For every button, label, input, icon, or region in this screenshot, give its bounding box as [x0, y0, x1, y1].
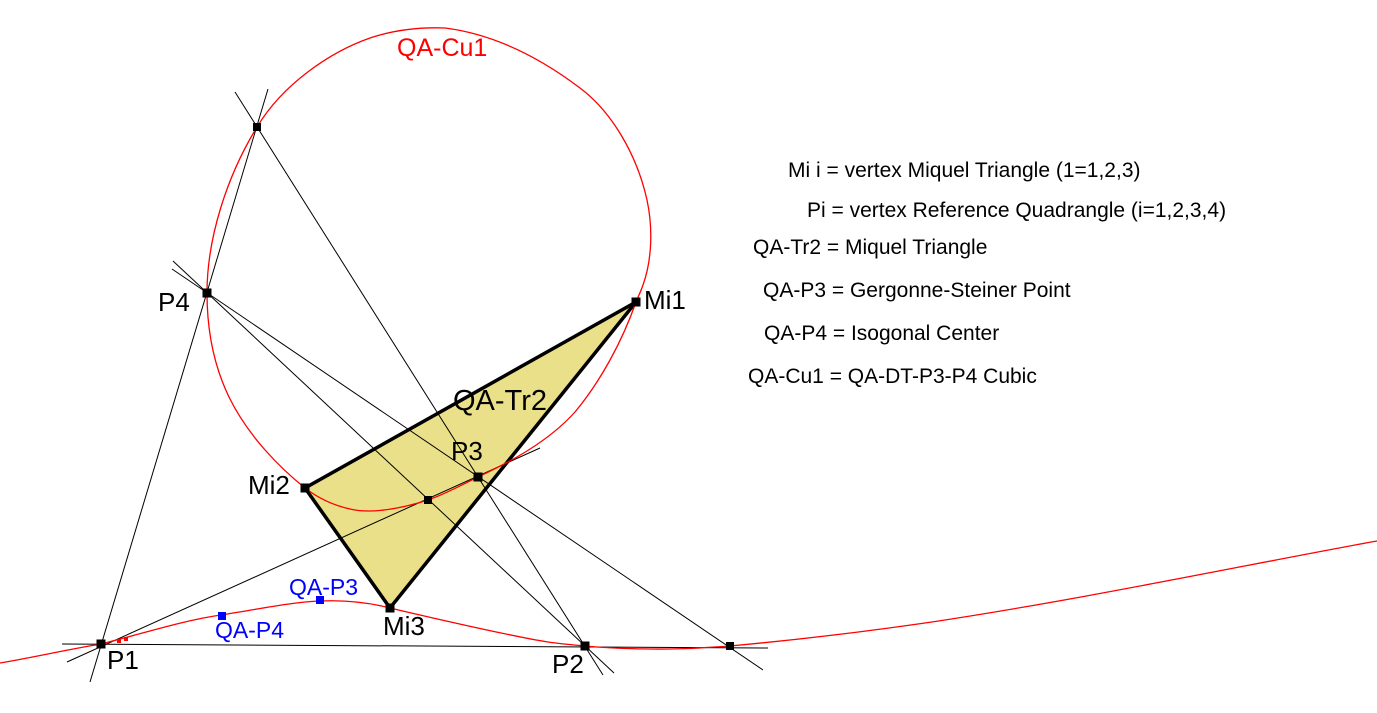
label-mi1: Mi1: [644, 285, 686, 315]
point-p1[interactable]: [96, 639, 106, 649]
point-diagonal-triangle-1[interactable]: [253, 123, 261, 131]
point-red-mark-1[interactable]: [117, 639, 121, 643]
label-mi2: Mi2: [248, 470, 290, 500]
point-mi1[interactable]: [631, 297, 641, 307]
point-p2[interactable]: [580, 641, 590, 651]
line-p1-p4[interactable]: [89, 88, 269, 683]
point-mi3[interactable]: [385, 603, 395, 613]
point-p3[interactable]: [473, 472, 483, 482]
legend-line-qa-p4: QA-P4 = Isogonal Center: [764, 322, 1000, 345]
legend-line-qa-tr2: QA-Tr2 = Miquel Triangle: [753, 236, 988, 259]
line-p2-p3[interactable]: [234, 91, 604, 676]
label-qa-cu1: QA-Cu1: [397, 34, 488, 62]
label-p3: P3: [451, 436, 483, 466]
label-qa-tr2: QA-Tr2: [453, 385, 547, 417]
label-qa-p3: QA-P3: [289, 574, 359, 600]
point-red-mark-2[interactable]: [124, 637, 128, 641]
legend-line-qa-p3: QA-P3 = Gergonne-Steiner Point: [763, 279, 1071, 302]
point-diagonal-triangle-2[interactable]: [424, 496, 432, 504]
point-diagonal-triangle-3[interactable]: [726, 642, 734, 650]
label-mi3: Mi3: [383, 611, 425, 641]
miquel-triangle-qa-tr2-border[interactable]: [302, 300, 638, 611]
point-qa-p3[interactable]: [316, 596, 324, 604]
line-p2-p4[interactable]: [172, 260, 615, 674]
point-p4[interactable]: [202, 288, 212, 298]
label-p1: P1: [107, 645, 139, 675]
miquel-triangle-qa-tr2-fill[interactable]: [305, 302, 636, 608]
line-p3-p4[interactable]: [171, 268, 764, 671]
legend-line-pi: Pi = vertex Reference Quadrangle (i=1,2,…: [807, 199, 1227, 222]
point-qa-p4[interactable]: [218, 612, 226, 620]
line-p1-p3[interactable]: [66, 447, 541, 663]
legend-line-qa-cu1: QA-Cu1 = QA-DT-P3-P4 Cubic: [748, 365, 1037, 388]
line-p1-p2[interactable]: [61, 643, 769, 649]
point-mi2[interactable]: [300, 483, 310, 493]
qa-cu1-cubic-branch[interactable]: [0, 540, 1377, 664]
label-p2: P2: [552, 649, 584, 679]
label-qa-p4: QA-P4: [215, 617, 285, 643]
legend-line-mi-i: Mi i = vertex Miquel Triangle (1=1,2,3): [788, 159, 1141, 182]
label-p4: P4: [158, 287, 190, 317]
